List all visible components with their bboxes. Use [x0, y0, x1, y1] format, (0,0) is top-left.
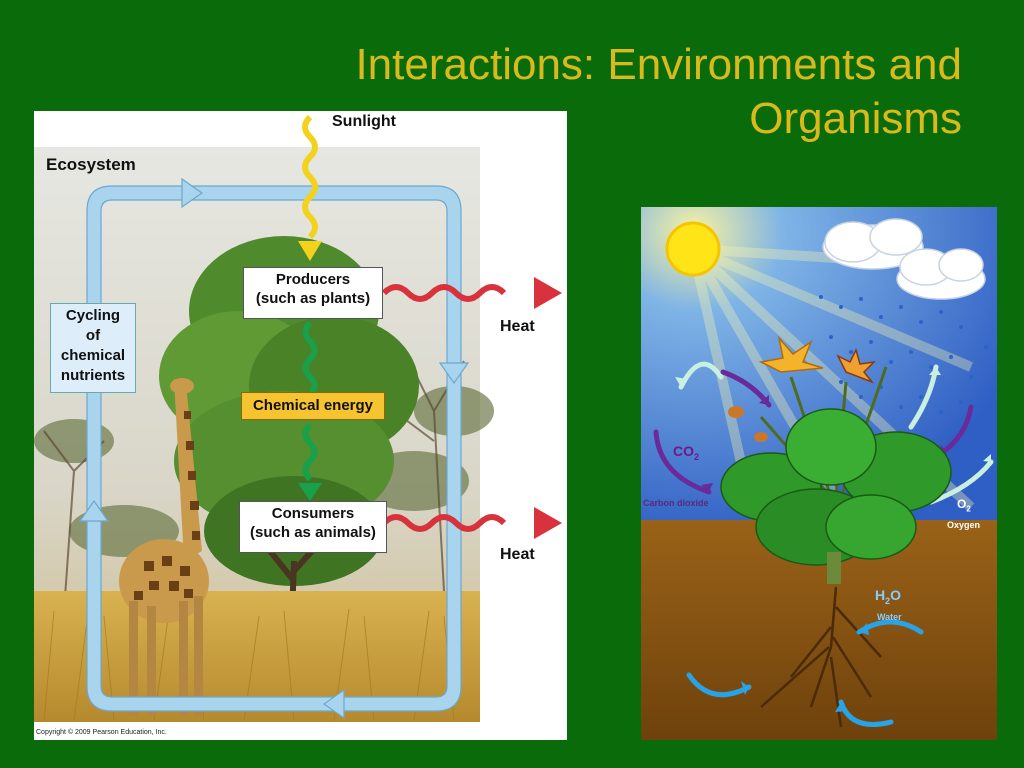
energy-flow-arrow — [298, 320, 322, 501]
ecosystem-diagram: Sunlight Ecosystem Producers (such as pl… — [34, 111, 567, 740]
cloud-icon — [822, 218, 986, 300]
title-line-1: Interactions: Environments and — [355, 40, 962, 89]
oxygen-label: Oxygen — [947, 520, 981, 530]
plant-exchange-diagram: CO2 Carbon dioxide O2 Oxygen H2O Water — [641, 207, 997, 740]
heat-arrow-producers — [381, 277, 562, 309]
leaves — [720, 408, 952, 584]
sunlight-label: Sunlight — [332, 113, 396, 130]
chemical-energy-box: Chemical energy — [241, 392, 385, 420]
water-label: Water — [877, 612, 902, 622]
sunlight-arrow — [298, 114, 322, 261]
ecosystem-label: Ecosystem — [46, 155, 136, 174]
sun-icon — [665, 221, 721, 277]
producers-example: (such as plants) — [255, 290, 371, 307]
nutrient-cycle-arrow — [87, 186, 461, 711]
producers-box: Producers (such as plants) — [243, 267, 383, 319]
copyright-notice: Copyright © 2009 Pearson Education, Inc. — [36, 729, 167, 736]
consumers-example: (such as animals) — [250, 524, 376, 541]
heat-label-top: Heat — [500, 318, 535, 335]
o2-arrow-right — [928, 459, 994, 505]
water-arrow-2 — [686, 672, 752, 698]
giraffe — [119, 378, 209, 716]
cycling-line-1: Cycling — [65, 307, 121, 324]
h2o-label: H2O — [875, 587, 902, 606]
ecosystem-illustration — [34, 114, 562, 722]
slide-title: Interactions: Environments and Organisms — [242, 38, 962, 146]
carbon-dioxide-label: Carbon dioxide — [643, 498, 709, 508]
heat-arrow-consumers — [381, 507, 562, 539]
flower-icon — [728, 335, 877, 442]
producers-title: Producers — [275, 271, 351, 288]
heat-label-bottom: Heat — [500, 546, 535, 563]
plant-illustration — [641, 207, 997, 740]
consumers-title: Consumers — [271, 505, 355, 522]
cycling-line-2: of — [85, 327, 101, 344]
title-line-2: Organisms — [749, 94, 962, 143]
cycling-line-3: chemical — [60, 347, 126, 364]
consumers-box: Consumers (such as animals) — [239, 501, 387, 553]
co2-arrow-left — [653, 429, 712, 495]
o2-label: O2 — [957, 497, 971, 514]
cycling-line-4: nutrients — [60, 367, 126, 384]
cycling-nutrients-box: Cycling of chemical nutrients — [50, 303, 136, 393]
co2-label: CO2 — [673, 443, 700, 462]
